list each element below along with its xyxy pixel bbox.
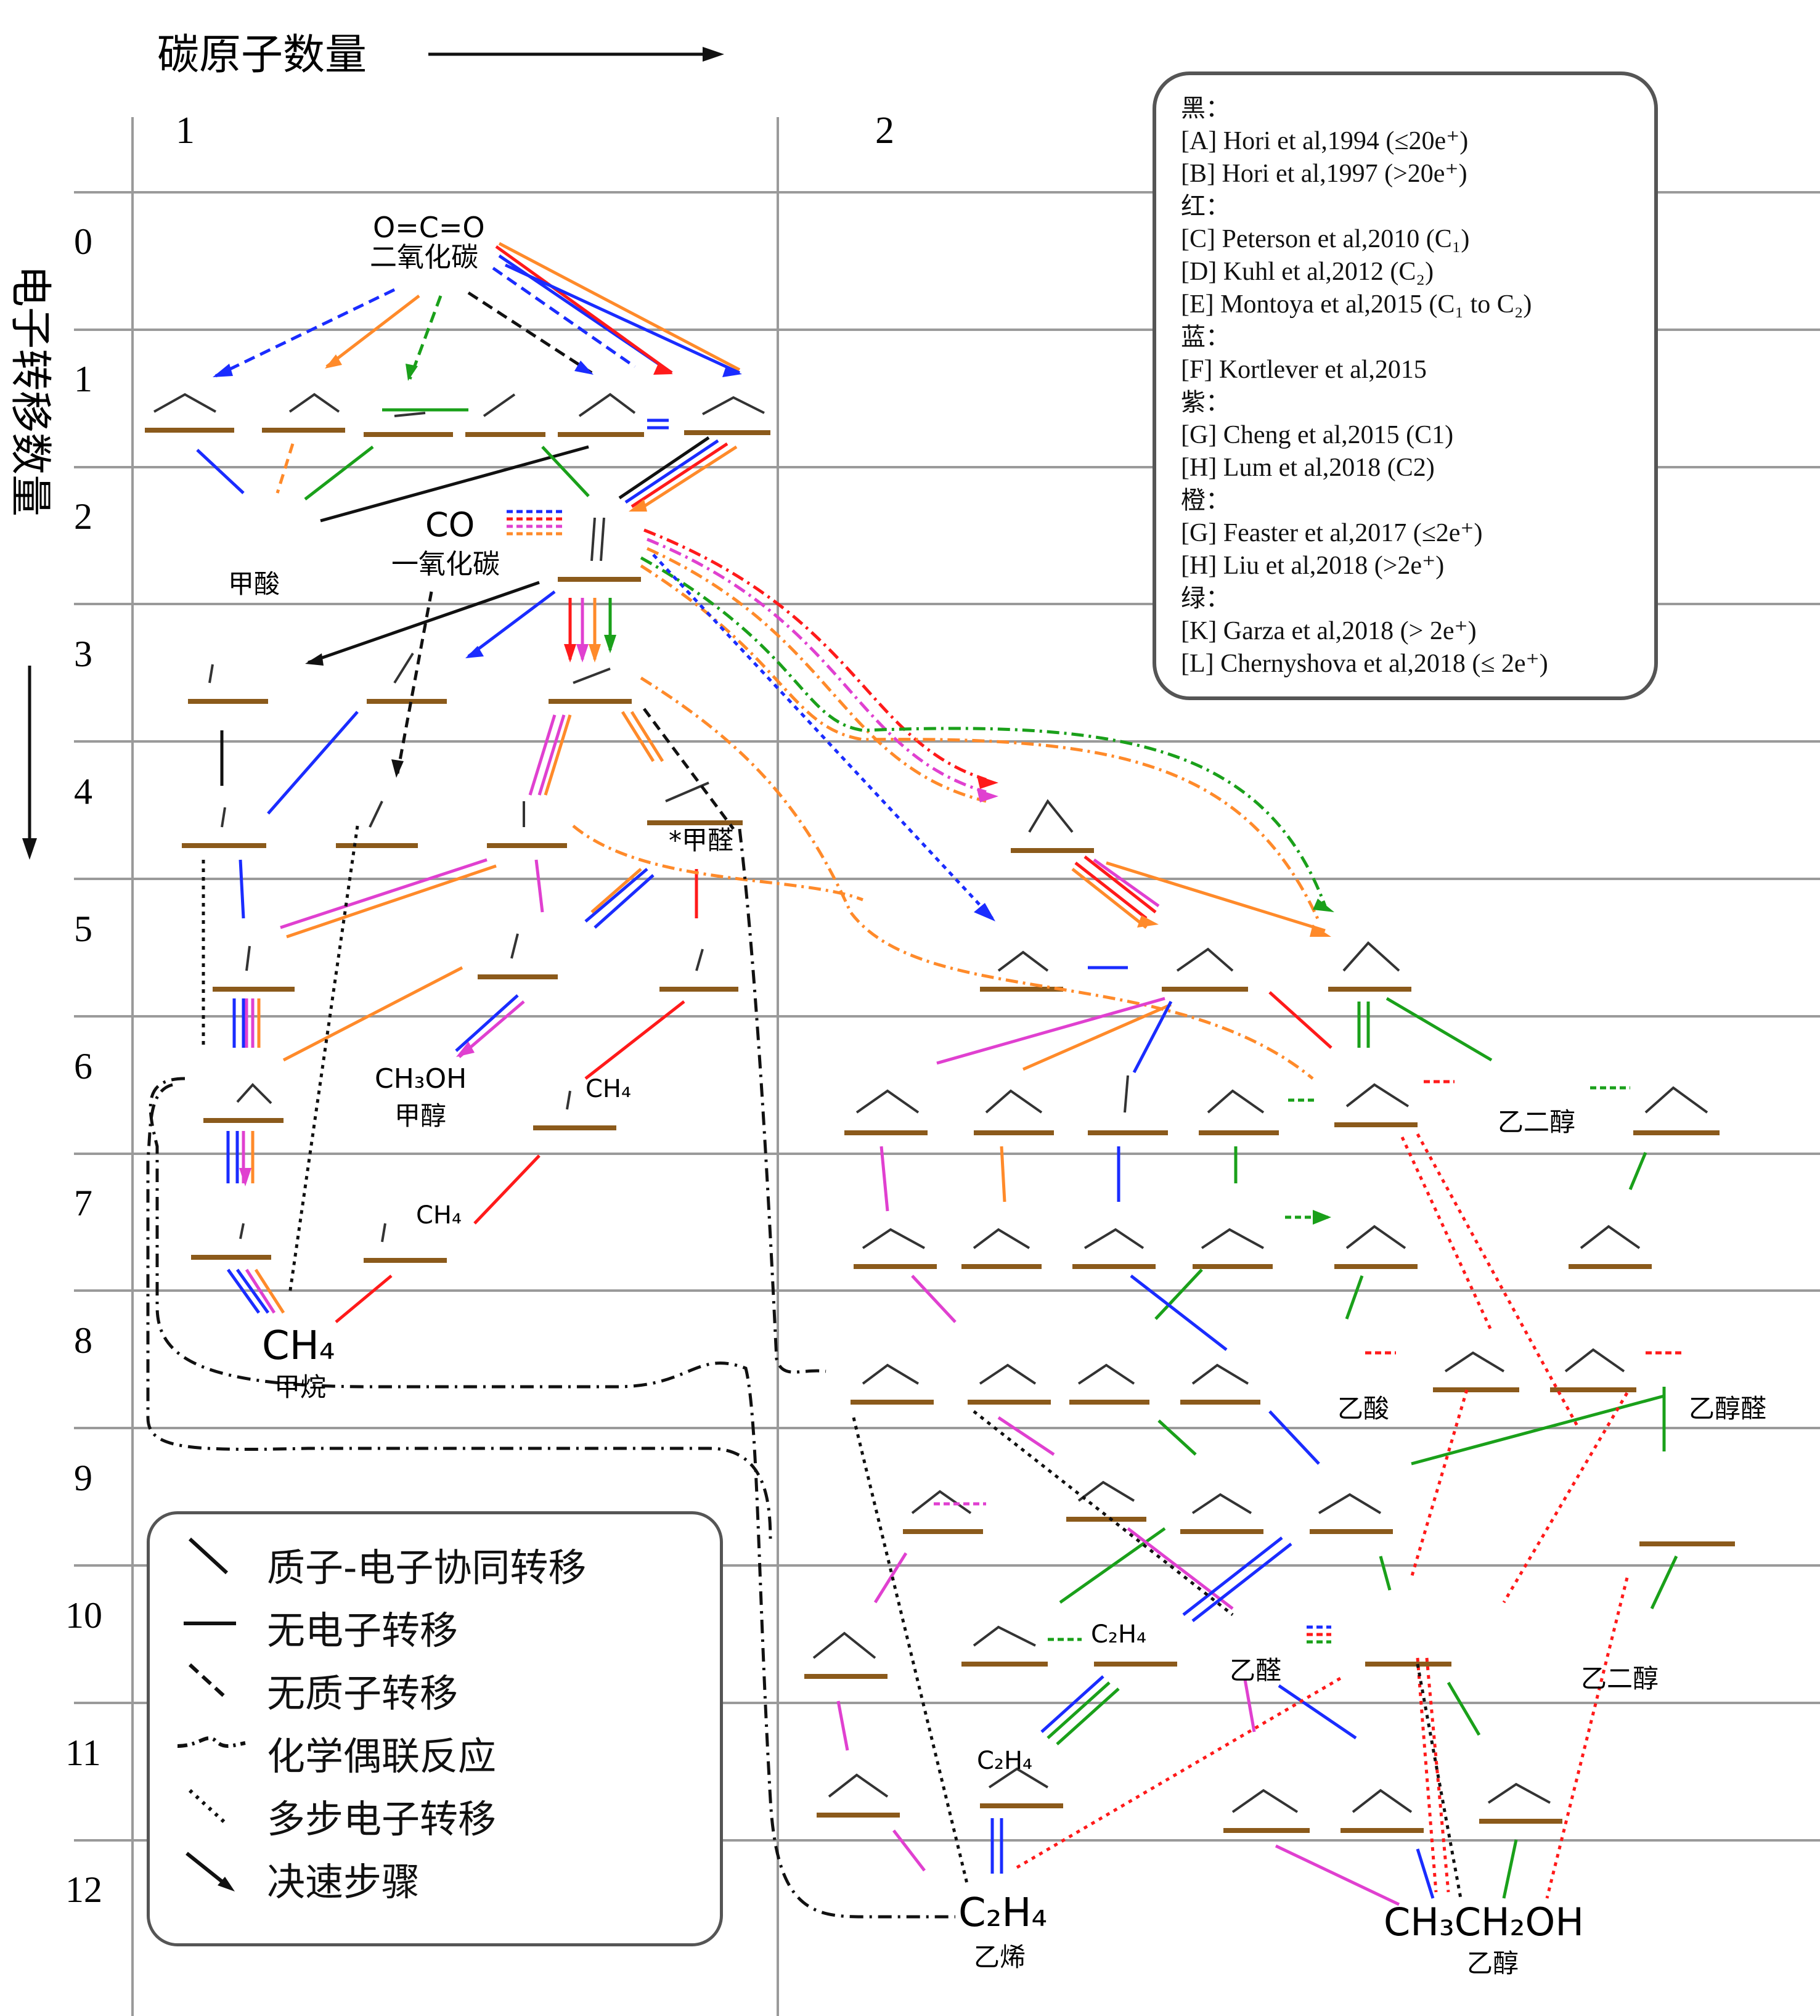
ref-group: 红： [C] Peterson et al,2010 (C₁) [D] Kuhl…	[1181, 190, 1630, 321]
carbon-number-1: 1	[176, 110, 195, 152]
legend-label: 多步电子转移	[267, 1788, 496, 1843]
carbon-axis-arrow	[428, 47, 724, 62]
electron-number-0: 0	[74, 221, 92, 262]
legend-row: 多步电子转移	[150, 1778, 720, 1840]
electron-number-3: 3	[74, 634, 92, 674]
ref-group-title: 蓝：	[1181, 321, 1630, 354]
legend-row: 无质子转移	[150, 1652, 720, 1714]
ref-item: [G] Feaster et al,2017 (≤2e⁺)	[1181, 517, 1630, 550]
electron-axis-arrow	[22, 666, 37, 860]
electron-number-7: 7	[74, 1183, 92, 1223]
electron-number-2: 2	[74, 496, 92, 537]
carbon-axis-label: 碳原子数量	[157, 31, 367, 80]
co2-name: 二氧化碳	[370, 242, 478, 273]
formaldehyde-name: *甲醛	[669, 825, 733, 855]
ref-group: 蓝： [F] Kortlever et al,2015	[1181, 321, 1630, 386]
ref-group-title: 绿：	[1181, 582, 1630, 615]
c2h4-adsorbed: C₂H₄	[1091, 1620, 1146, 1649]
electron-numbers: 0 1 2 3 4 5 6 7 8 9 10 11 12	[65, 221, 102, 1910]
glycol-top-name: 乙二醇	[1498, 1107, 1575, 1137]
ref-item: [B] Hori et al,1997 (>20e⁺)	[1181, 158, 1630, 190]
electron-number-1: 1	[74, 359, 92, 399]
ref-item: [C] Peterson et al,2010 (C₁)	[1181, 223, 1630, 256]
formic-acid-name: 甲酸	[228, 569, 280, 599]
c2h4-adsorbed-2: C₂H₄	[977, 1747, 1032, 1775]
solid-horizontal-icon	[174, 1596, 248, 1645]
legend-row: 化学偶联反应	[150, 1715, 720, 1777]
ref-group-title: 橙：	[1181, 484, 1630, 517]
ref-item: [H] Liu et al,2018 (>2e⁺)	[1181, 550, 1630, 582]
ref-group-title: 黑：	[1181, 92, 1630, 125]
ref-group: 橙： [G] Feaster et al,2017 (≤2e⁺) [H] Liu…	[1181, 484, 1630, 582]
dashed-diagonal-icon	[174, 1659, 248, 1708]
ref-group: 紫： [G] Cheng et al,2015 (C1) [H] Lum et …	[1181, 386, 1630, 484]
electron-number-8: 8	[74, 1320, 92, 1361]
acetic-acid-name: 乙酸	[1337, 1394, 1389, 1424]
legend-label: 无质子转移	[267, 1662, 458, 1718]
ref-item: [G] Cheng et al,2015 (C1)	[1181, 419, 1630, 452]
acetaldehyde-name: 乙醛	[1230, 1655, 1281, 1686]
ref-group-title: 紫：	[1181, 386, 1630, 419]
ref-group: 绿： [K] Garza et al,2018 (> 2e⁺) [L] Cher…	[1181, 582, 1630, 680]
glycolaldehyde-name: 乙醇醛	[1689, 1394, 1766, 1424]
co-formula: CO	[425, 505, 475, 544]
ethylene-name: 乙烯	[974, 1942, 1026, 1972]
methane-formula: CH₄	[262, 1323, 335, 1369]
electron-number-11: 11	[65, 1732, 101, 1773]
ethylene-glycol-name: 乙二醇	[1581, 1663, 1659, 1694]
co2-formula: O=C=O	[373, 211, 485, 244]
ethanol-formula: CH₃CH₂OH	[1384, 1900, 1584, 1945]
electron-number-9: 9	[74, 1458, 92, 1498]
ref-item: [L] Chernyshova et al,2018 (≤ 2e⁺)	[1181, 648, 1630, 680]
electron-number-12: 12	[65, 1869, 102, 1910]
ref-item: [F] Kortlever et al,2015	[1181, 354, 1630, 386]
electron-number-10: 10	[65, 1595, 102, 1636]
ethanol-name: 乙醇	[1467, 1948, 1519, 1978]
legend-label: 质子-电子协同转移	[267, 1536, 586, 1592]
ref-group-title: 红：	[1181, 190, 1630, 223]
ref-item: [E] Montoya et al,2015 (C₁ to C₂)	[1181, 288, 1630, 321]
electron-number-4: 4	[74, 771, 92, 812]
methanol-name: 甲醇	[394, 1101, 446, 1131]
ch4-adsorbed-2: CH₄	[416, 1201, 462, 1230]
dotted-diagonal-icon	[174, 1784, 248, 1834]
legend-row: 质子-电子协同转移	[150, 1527, 720, 1588]
ref-item: [A] Hori et al,1994 (≤20e⁺)	[1181, 125, 1630, 158]
legend-row: 决速步骤	[150, 1841, 720, 1903]
solid-diagonal-icon	[174, 1533, 248, 1582]
ethylene-formula: C₂H₄	[958, 1890, 1047, 1936]
legend-label: 决速步骤	[267, 1851, 420, 1906]
line-style-legend: 质子-电子协同转移 无电子转移 无质子转移 化学偶联反应 多步电子转移 决速步骤	[147, 1511, 723, 1946]
ref-item: [H] Lum et al,2018 (C2)	[1181, 452, 1630, 484]
methanol-formula: CH₃OH	[375, 1063, 467, 1095]
dash-dot-curve-icon	[174, 1721, 248, 1771]
carbon-number-2: 2	[875, 110, 894, 152]
co-name: 一氧化碳	[391, 549, 500, 580]
legend-label: 化学偶联反应	[267, 1725, 496, 1781]
ch4-adsorbed: CH₄	[586, 1075, 631, 1103]
arrow-icon	[174, 1847, 248, 1896]
ref-item: [D] Kuhl et al,2012 (C₂)	[1181, 256, 1630, 288]
ref-item: [K] Garza et al,2018 (> 2e⁺)	[1181, 615, 1630, 648]
methane-name: 甲烷	[274, 1372, 326, 1402]
electron-number-6: 6	[74, 1046, 92, 1087]
electron-number-5: 5	[74, 908, 92, 949]
electron-axis-label: 电子转移数量	[6, 265, 54, 516]
reference-legend-box: 黑： [A] Hori et al,1994 (≤20e⁺) [B] Hori …	[1153, 71, 1658, 700]
legend-row: 无电子转移	[150, 1590, 720, 1651]
legend-label: 无电子转移	[267, 1599, 458, 1655]
ref-group: 黑： [A] Hori et al,1994 (≤20e⁺) [B] Hori …	[1181, 92, 1630, 190]
